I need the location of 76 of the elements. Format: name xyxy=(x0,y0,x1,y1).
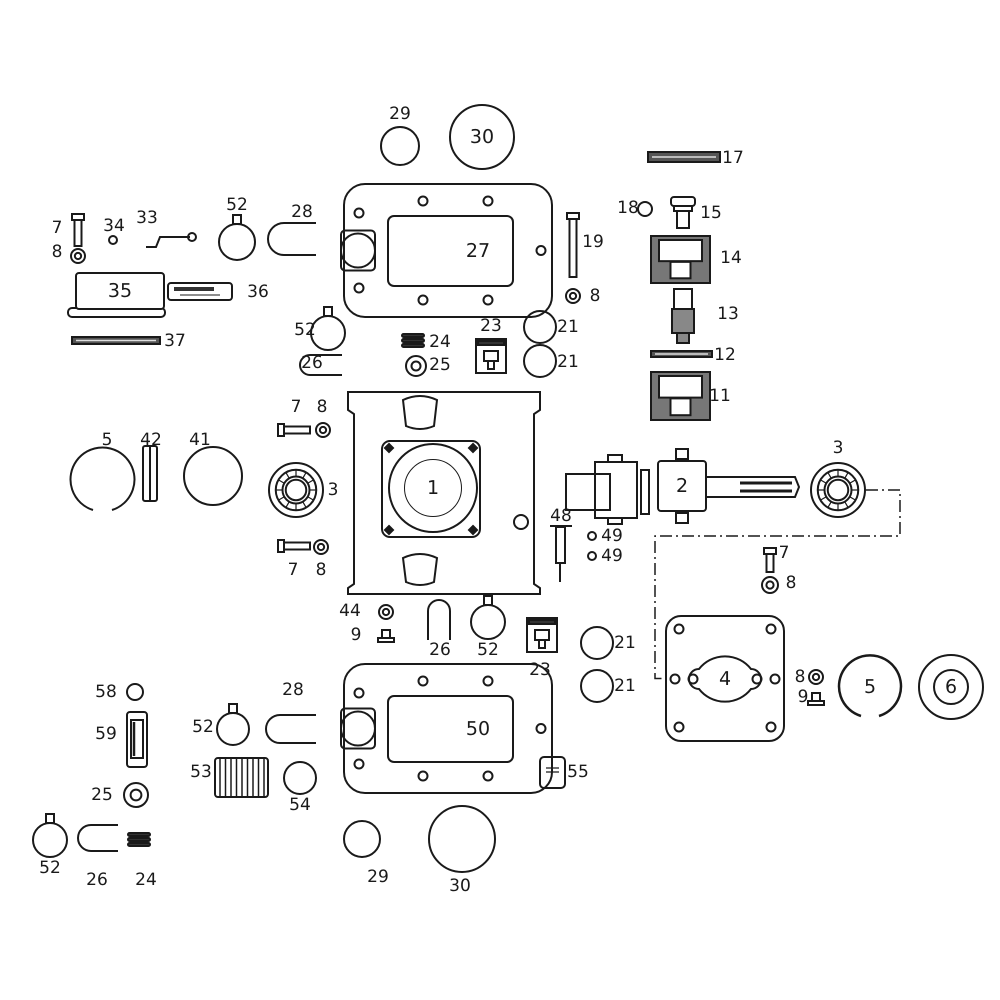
callout-number: 36 xyxy=(247,283,269,301)
callout-number: 21 xyxy=(557,318,579,336)
assembly-line xyxy=(654,489,901,680)
callout-number: 7 xyxy=(52,219,62,237)
part-number: 35 xyxy=(108,280,132,302)
callout-number: 8 xyxy=(786,574,796,592)
callout-number: 17 xyxy=(722,149,744,167)
callout-number: 24 xyxy=(135,871,157,889)
callout-number: 7 xyxy=(288,561,298,579)
callout-number: 41 xyxy=(189,431,211,449)
callout-number: 13 xyxy=(717,305,739,323)
callout-number: 21 xyxy=(614,634,636,652)
callout-number: 28 xyxy=(291,203,313,221)
callout-number: 28 xyxy=(282,681,304,699)
callout-number: 8 xyxy=(590,287,600,305)
callout-number: 52 xyxy=(226,196,248,214)
callout-number: 11 xyxy=(709,387,731,405)
callout-number: 37 xyxy=(164,332,186,350)
callout-number: 29 xyxy=(389,105,411,123)
callout-number: 15 xyxy=(700,204,722,222)
part-number: 6 xyxy=(933,669,969,705)
flange-plate xyxy=(665,615,785,742)
callout-number: 3 xyxy=(832,439,844,457)
callout-number: 3 xyxy=(328,481,338,499)
callout-number: 52 xyxy=(192,718,214,736)
callout-number: 59 xyxy=(95,725,117,743)
callout-number: 49 xyxy=(601,547,623,565)
universal-joint-yoke xyxy=(657,460,707,512)
callout-number: 55 xyxy=(567,763,589,781)
callout-number: 25 xyxy=(91,786,113,804)
callout-number: 8 xyxy=(316,398,328,416)
callout-number: 21 xyxy=(614,677,636,695)
part-number: 1 xyxy=(426,477,440,499)
retaining-ring xyxy=(837,654,903,720)
callout-number: 26 xyxy=(429,641,451,659)
callout-number: 29 xyxy=(367,868,389,886)
callout-number: 26 xyxy=(86,871,108,889)
part-number: 27 xyxy=(466,240,490,262)
callout-number: 7 xyxy=(778,544,790,562)
callout-number: 49 xyxy=(601,527,623,545)
part-number: 30 xyxy=(470,126,494,148)
callout-number: 24 xyxy=(429,333,451,351)
cover-plate xyxy=(343,663,553,794)
callout-number: 44 xyxy=(339,602,361,620)
callout-number: 42 xyxy=(140,431,162,449)
callout-number: 30 xyxy=(449,877,471,895)
callout-number: 25 xyxy=(429,356,451,374)
callout-number: 34 xyxy=(103,217,125,235)
callout-number: 7 xyxy=(290,398,302,416)
callout-number: 8 xyxy=(794,668,806,686)
part-number: 2 xyxy=(676,475,688,497)
part-number: 5 xyxy=(864,676,876,698)
part-number: 50 xyxy=(466,718,490,740)
callout-number: 52 xyxy=(39,859,61,877)
callout-number: 33 xyxy=(136,209,158,227)
callout-number: 8 xyxy=(52,243,62,261)
callout-number: 9 xyxy=(350,626,362,644)
callout-number: 8 xyxy=(316,561,326,579)
callout-number: 18 xyxy=(617,199,639,217)
callout-number: 21 xyxy=(557,353,579,371)
callout-number: 19 xyxy=(582,233,604,251)
callout-number: 23 xyxy=(480,317,502,335)
part-number: 4 xyxy=(718,668,732,690)
callout-number: 52 xyxy=(477,641,499,659)
cover-plate xyxy=(343,183,553,318)
cover-box xyxy=(75,272,165,310)
callout-number: 14 xyxy=(720,249,742,267)
callout-number: 9 xyxy=(798,688,808,706)
callout-number: 54 xyxy=(289,796,311,814)
callout-number: 12 xyxy=(714,346,736,364)
callout-number: 58 xyxy=(95,683,117,701)
cover-ring xyxy=(449,104,515,170)
callout-number: 53 xyxy=(190,763,212,781)
cover-disc xyxy=(918,654,984,720)
bearing-seat xyxy=(404,459,462,517)
callout-number: 5 xyxy=(102,431,112,449)
